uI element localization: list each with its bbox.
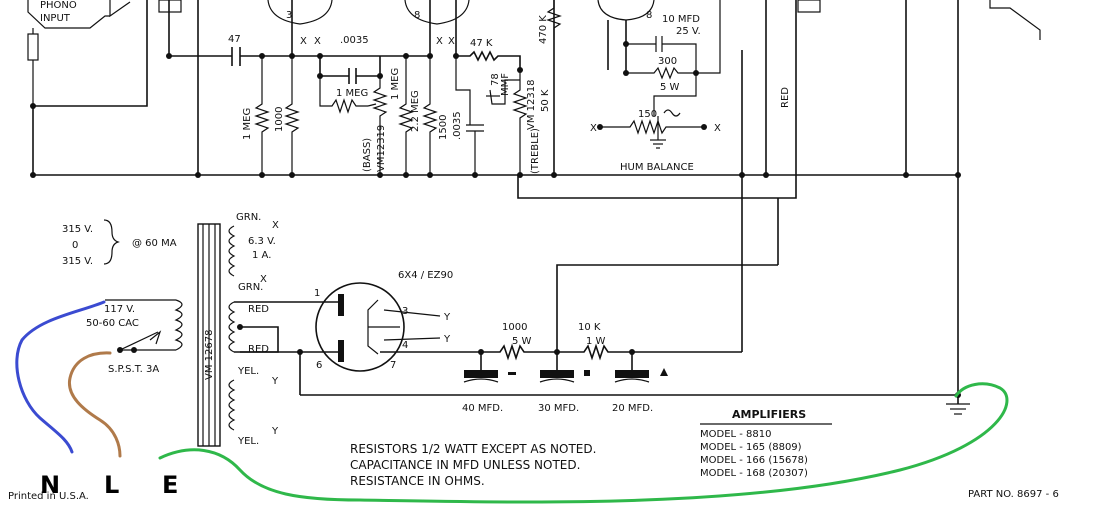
phono-label-1: PHONO [40, 0, 77, 11]
hv315a-label: 315 V. [62, 224, 93, 235]
earth-wire-annotation [158, 382, 1009, 504]
r5wa-label: 5 W [660, 82, 680, 93]
c0035b-label: .0035 [452, 111, 463, 140]
mainsfreq-label: 50-60 CAC [86, 318, 139, 329]
pin-8-label: 8 [414, 10, 420, 21]
c30-label: 30 MFD. [538, 403, 579, 414]
hv0-label: 0 [72, 240, 78, 251]
x-mark-e: X [590, 123, 597, 134]
hv315b-label: 315 V. [62, 256, 93, 267]
model-0: MODEL - 8810 [700, 429, 772, 440]
r1500-label: 1500 [438, 115, 449, 140]
red-b-label: RED [248, 304, 269, 315]
x-mark-g: X [272, 220, 279, 231]
c25v-label: 25 V. [676, 26, 701, 37]
note-line-1: RESISTORS 1/2 WATT EXCEPT AS NOTED. [350, 442, 596, 456]
vm12319-label: VM12319 [376, 125, 387, 172]
notes-block: RESISTORS 1/2 WATT EXCEPT AS NOTED. CAPA… [350, 442, 596, 488]
r300-label: 300 [658, 56, 677, 67]
y-mark-b: Y [271, 426, 279, 437]
neutral-wire-annotation [15, 300, 106, 454]
model-1: MODEL - 165 (8809) [700, 442, 802, 453]
pin6-label: 6 [316, 360, 322, 371]
a1-label: 1 A. [252, 250, 271, 261]
c0035a-label: .0035 [340, 35, 369, 46]
c20-label: 20 MFD. [612, 403, 653, 414]
note-line-2: CAPACITANCE IN MFD UNLESS NOTED. [350, 458, 580, 472]
model-3: MODEL - 168 (20307) [700, 468, 808, 479]
printed-in-usa: Printed in U.S.A. [8, 491, 89, 502]
x-mark-d: X [448, 36, 455, 47]
yel-b-label: YEL. [237, 436, 259, 447]
mains117-label: 117 V. [104, 304, 135, 315]
filter-capacitors: 40 MFD. 30 MFD. 20 MFD. [462, 352, 668, 414]
phono-label-2: INPUT [40, 13, 71, 24]
x-mark-b: X [314, 36, 321, 47]
r470k-label: 470 K [538, 15, 549, 44]
bass-label: (BASS) [362, 138, 373, 172]
hum-balance-label: HUM BALANCE [620, 162, 694, 173]
vm12318-label: VM 12318 [526, 80, 537, 130]
v63-label: 6.3 V. [248, 236, 276, 247]
tube-rect-label: 6X4 / EZ90 [398, 270, 453, 281]
r1000a-label: 1000 [274, 107, 285, 132]
r10k-label: 10 K [578, 322, 601, 333]
x-mark-c: X [436, 36, 443, 47]
label-e: E [162, 471, 178, 499]
vm12678-label: VM 12678 [204, 330, 215, 380]
c47-label: 47 [228, 34, 241, 45]
pin3r-label: 3 [402, 306, 408, 317]
y-mark-d: Y [443, 334, 451, 345]
x-mark-h: X [260, 274, 267, 285]
r1000b-label: 1000 [502, 322, 527, 333]
r50k-label: 50 K [540, 89, 551, 112]
amplifiers-title: AMPLIFIERS [732, 408, 806, 421]
treble-label: (TREBLE) [530, 128, 541, 174]
part-number: PART NO. 8697 - 6 [968, 489, 1059, 500]
r22meg-label: 2.2 MEG [410, 90, 421, 132]
x-mark-f: X [714, 123, 721, 134]
c40-label: 40 MFD. [462, 403, 503, 414]
phono-input: PHONO INPUT [27, 0, 131, 106]
note-line-3: RESISTANCE IN OHMS. [350, 474, 485, 488]
label-n: N [40, 471, 60, 499]
label-l: L [104, 471, 119, 499]
r1w-label: 1 W [586, 336, 606, 347]
grn-a-label: GRN. [236, 212, 261, 223]
y-mark-c: Y [443, 312, 451, 323]
live-wire-annotation [67, 351, 122, 458]
r5wb-label: 5 W [512, 336, 532, 347]
pin4r-label: 4 [402, 340, 408, 351]
pin7r-label: 7 [390, 360, 396, 371]
pot150-label: 150 [638, 109, 657, 120]
c10mfd-label: 10 MFD [662, 14, 700, 25]
red-c-label: RED [248, 344, 269, 355]
model-2: MODEL - 166 (15678) [700, 455, 808, 466]
rectifier-tube: 6X4 / EZ90 1 6 3 4 7 Y Y [314, 270, 453, 372]
power-transformer: VM 12678 [197, 223, 221, 447]
switch-label: S.P.S.T. 3A [108, 364, 159, 375]
c78-label: 78 [490, 73, 501, 86]
r47k-label: 47 K [470, 38, 493, 49]
r1meg-c-label: 1 MEG [390, 68, 401, 100]
yel-a-label: YEL. [237, 366, 259, 377]
red-wire-a-label: RED [780, 87, 791, 108]
y-mark-a: Y [271, 376, 279, 387]
hv60ma-label: @ 60 MA [132, 238, 177, 249]
pin1-label: 1 [314, 288, 320, 299]
grn-b-label: GRN. [238, 282, 263, 293]
amplifier-models: AMPLIFIERS MODEL - 8810 MODEL - 165 (880… [700, 408, 832, 479]
pin-3-label: 3 [286, 10, 292, 21]
r1meg-b-label: 1 MEG [336, 88, 368, 99]
r1meg-a-label: 1 MEG [242, 108, 253, 140]
pin-8b-label: 8 [646, 10, 652, 21]
x-mark-a: X [300, 36, 307, 47]
